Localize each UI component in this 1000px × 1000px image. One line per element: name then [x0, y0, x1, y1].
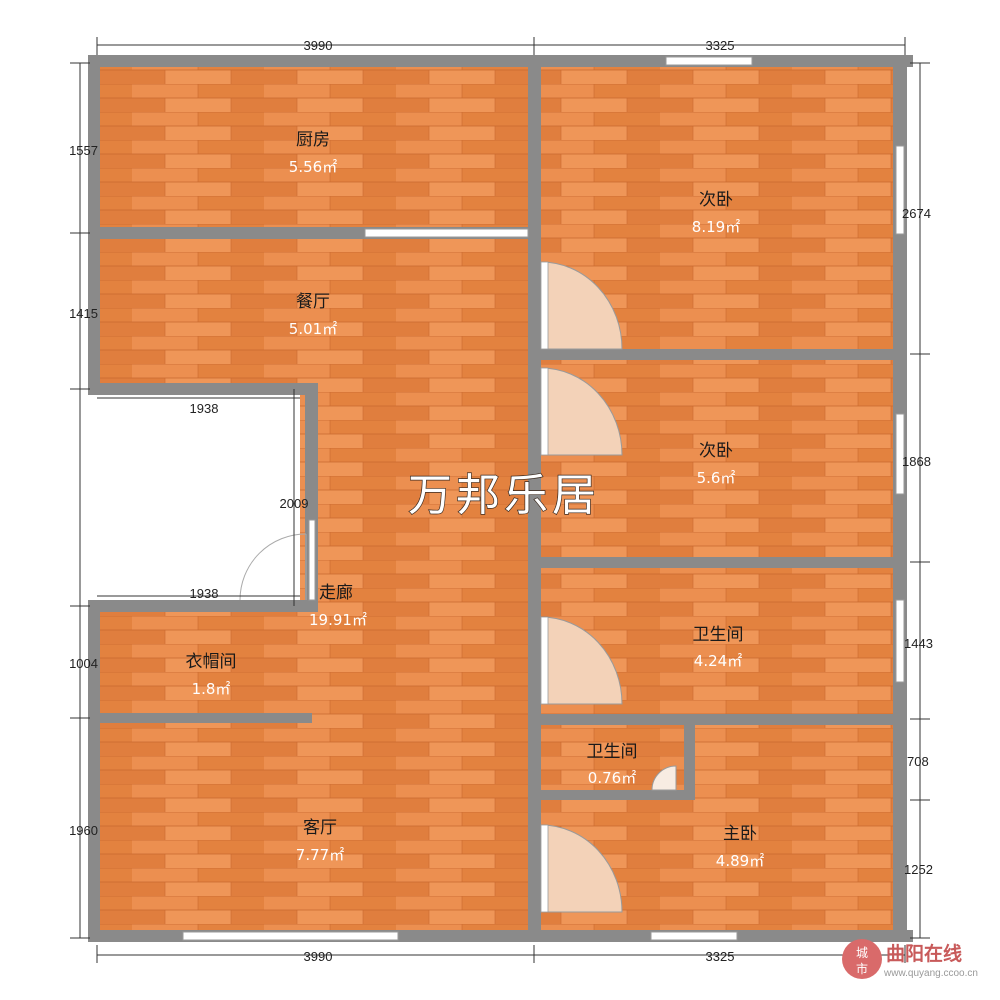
dim-right-4: 708 — [907, 754, 929, 769]
room-area-bath-1: 4.24㎡ — [694, 652, 742, 670]
room-area-bath-2: 0.76㎡ — [588, 769, 636, 787]
dim-left-4: 1960 — [69, 823, 98, 838]
room-area-cloakroom: 1.8㎡ — [192, 680, 231, 698]
dim-notch-height: 2009 — [280, 496, 309, 511]
logo-name: 曲阳在线 — [886, 942, 962, 965]
logo-badge-bottom: 市 — [856, 961, 868, 976]
room-name-bath-2: 卫生间 — [587, 742, 638, 762]
room-name-kitchen: 厨房 — [296, 130, 330, 150]
room-area-corridor: 19.91㎡ — [309, 611, 367, 629]
dim-right-1: 2674 — [902, 206, 931, 221]
room-area-living: 7.77㎡ — [296, 846, 344, 864]
room-area-dining: 5.01㎡ — [289, 320, 337, 338]
dim-left-2: 1415 — [69, 306, 98, 321]
site-logo: 城 市 曲阳在线 www.quyang.ccoo.cn — [842, 939, 978, 979]
dim-bottom-right: 3325 — [706, 949, 735, 964]
room-name-bath-1: 卫生间 — [693, 625, 744, 645]
doors — [239, 261, 677, 913]
dim-right-3: 1443 — [904, 636, 933, 651]
dimension-lines — [70, 37, 930, 963]
dim-bottom-left: 3990 — [304, 949, 333, 964]
room-area-bedroom-2a: 8.19㎡ — [692, 218, 740, 236]
windows — [182, 56, 905, 941]
room-area-master: 4.89㎡ — [716, 852, 764, 870]
room-name-bedroom-2b: 次卧 — [699, 441, 733, 461]
dim-top-right: 3325 — [706, 38, 735, 53]
room-name-living: 客厅 — [303, 818, 337, 838]
logo-badge-top: 城 — [856, 946, 868, 960]
room-name-corridor: 走廊 — [319, 583, 353, 603]
dim-notch-bottom: 1938 — [190, 586, 219, 601]
dim-notch-top: 1938 — [190, 401, 219, 416]
logo-badge-icon — [842, 939, 882, 979]
room-area-bedroom-2b: 5.6㎡ — [697, 469, 736, 487]
room-name-master: 主卧 — [723, 824, 757, 844]
room-name-cloakroom: 衣帽间 — [186, 652, 237, 672]
room-area-kitchen: 5.56㎡ — [289, 158, 337, 176]
dim-right-5: 1252 — [904, 862, 933, 877]
dim-left-1: 1557 — [69, 143, 98, 158]
dim-top-left: 3990 — [304, 38, 333, 53]
room-name-bedroom-2a: 次卧 — [699, 190, 733, 210]
room-name-dining: 餐厅 — [296, 292, 330, 312]
logo-url: www.quyang.ccoo.cn — [883, 968, 978, 979]
dim-right-2: 1868 — [902, 454, 931, 469]
dimension-labels: 3990 3325 3990 3325 1557 1415 1004 1960 … — [69, 38, 933, 964]
watermark: 万邦乐居 — [408, 470, 600, 521]
dim-left-3: 1004 — [69, 656, 98, 671]
room-labels: 厨房 5.56㎡ 次卧 8.19㎡ 餐厅 5.01㎡ 次卧 5.6㎡ 走廊 19… — [186, 130, 765, 870]
